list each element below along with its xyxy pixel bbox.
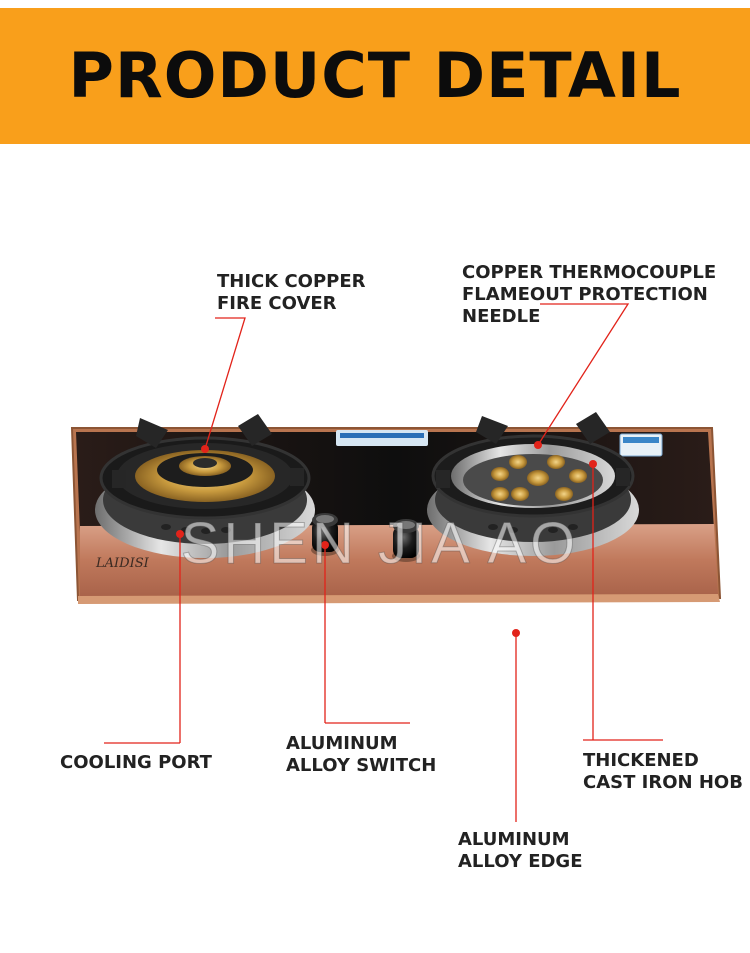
right-burner — [427, 412, 639, 556]
label-cooling-port: COOLING PORT — [60, 752, 212, 773]
brand-mark: LAIDISI — [96, 556, 149, 571]
label-fire-cover: THICK COPPER FIRE COVER — [217, 271, 366, 314]
label-switch: ALUMINUM ALLOY SWITCH — [286, 733, 437, 776]
knob-left — [311, 513, 339, 556]
brass-nozzles — [491, 455, 587, 501]
header-banner: PRODUCT DETAIL — [0, 8, 750, 144]
callout-dots — [176, 441, 597, 637]
knob-right — [392, 519, 420, 562]
label-edge: ALUMINUM ALLOY EDGE — [458, 829, 583, 872]
left-burner — [95, 414, 315, 558]
label-hob: THICKENED CAST IRON HOB — [583, 750, 743, 793]
label-thermocouple: COPPER THERMOCOUPLE FLAMEOUT PROTECTION … — [462, 262, 717, 327]
callout-lines — [104, 303, 663, 822]
page-title: PRODUCT DETAIL — [68, 39, 682, 112]
